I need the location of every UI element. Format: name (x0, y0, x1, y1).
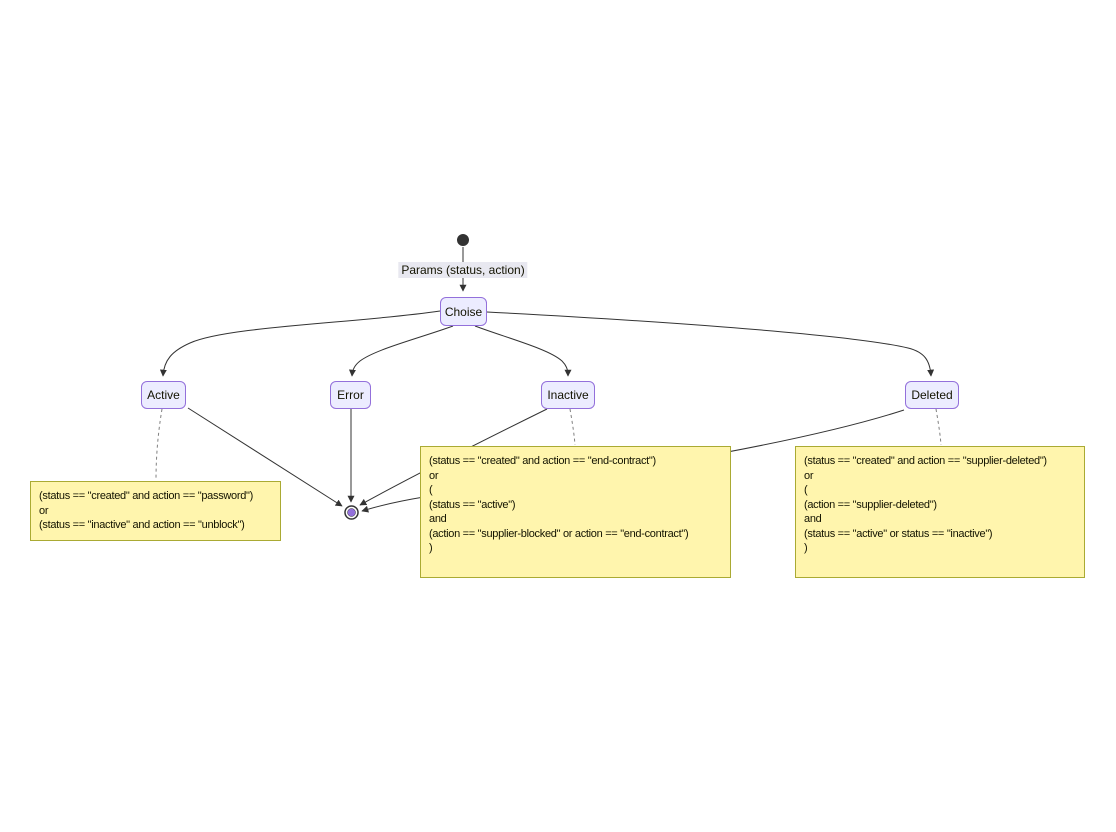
node-inactive: Inactive (541, 381, 595, 409)
link-deleted-note (935, 408, 942, 446)
node-error: Error (330, 381, 371, 409)
node-choise: Choise (440, 297, 487, 326)
final-state-icon (344, 505, 359, 520)
node-active: Active (141, 381, 186, 409)
edge-choise-to-active (159, 310, 441, 377)
initial-state-icon (457, 234, 469, 246)
link-active-note (155, 408, 163, 481)
edge-choise-to-error (348, 325, 454, 377)
note-active-condition: (status == "created" and action == "pass… (30, 481, 281, 541)
edge-active-to-final (187, 407, 343, 507)
link-inactive-note (569, 408, 576, 446)
edge-label-params: Params (status, action) (398, 262, 528, 278)
node-deleted: Deleted (905, 381, 959, 409)
note-deleted-condition: (status == "created" and action == "supp… (795, 446, 1085, 578)
edge-choise-to-inactive (474, 325, 572, 377)
edge-choise-to-deleted (486, 311, 935, 377)
note-inactive-condition: (status == "created" and action == "end-… (420, 446, 731, 578)
